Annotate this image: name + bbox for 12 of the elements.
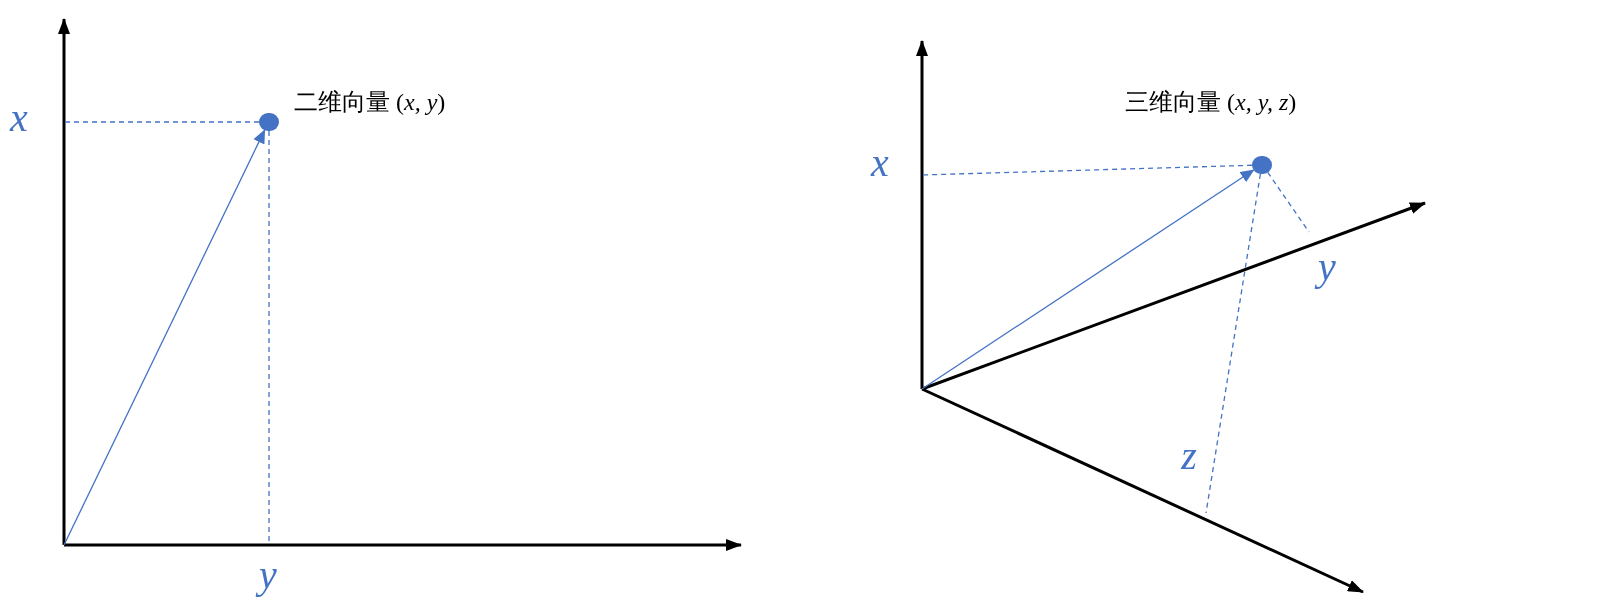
vector-arrow (63, 129, 266, 546)
axis-label: z (1181, 434, 1197, 478)
vector-caption: 三维向量 (x, y, z) (1125, 88, 1297, 117)
projection-line (63, 121, 260, 123)
axis-label: x (10, 96, 28, 140)
vector-point (259, 113, 279, 131)
axis-label: x (871, 141, 889, 185)
projection-line (921, 164, 1253, 176)
vector-point (1252, 156, 1272, 174)
vector-arrow (921, 169, 1255, 390)
vector-caption: 二维向量 (x, y) (294, 88, 446, 117)
projection-line (1205, 173, 1262, 514)
